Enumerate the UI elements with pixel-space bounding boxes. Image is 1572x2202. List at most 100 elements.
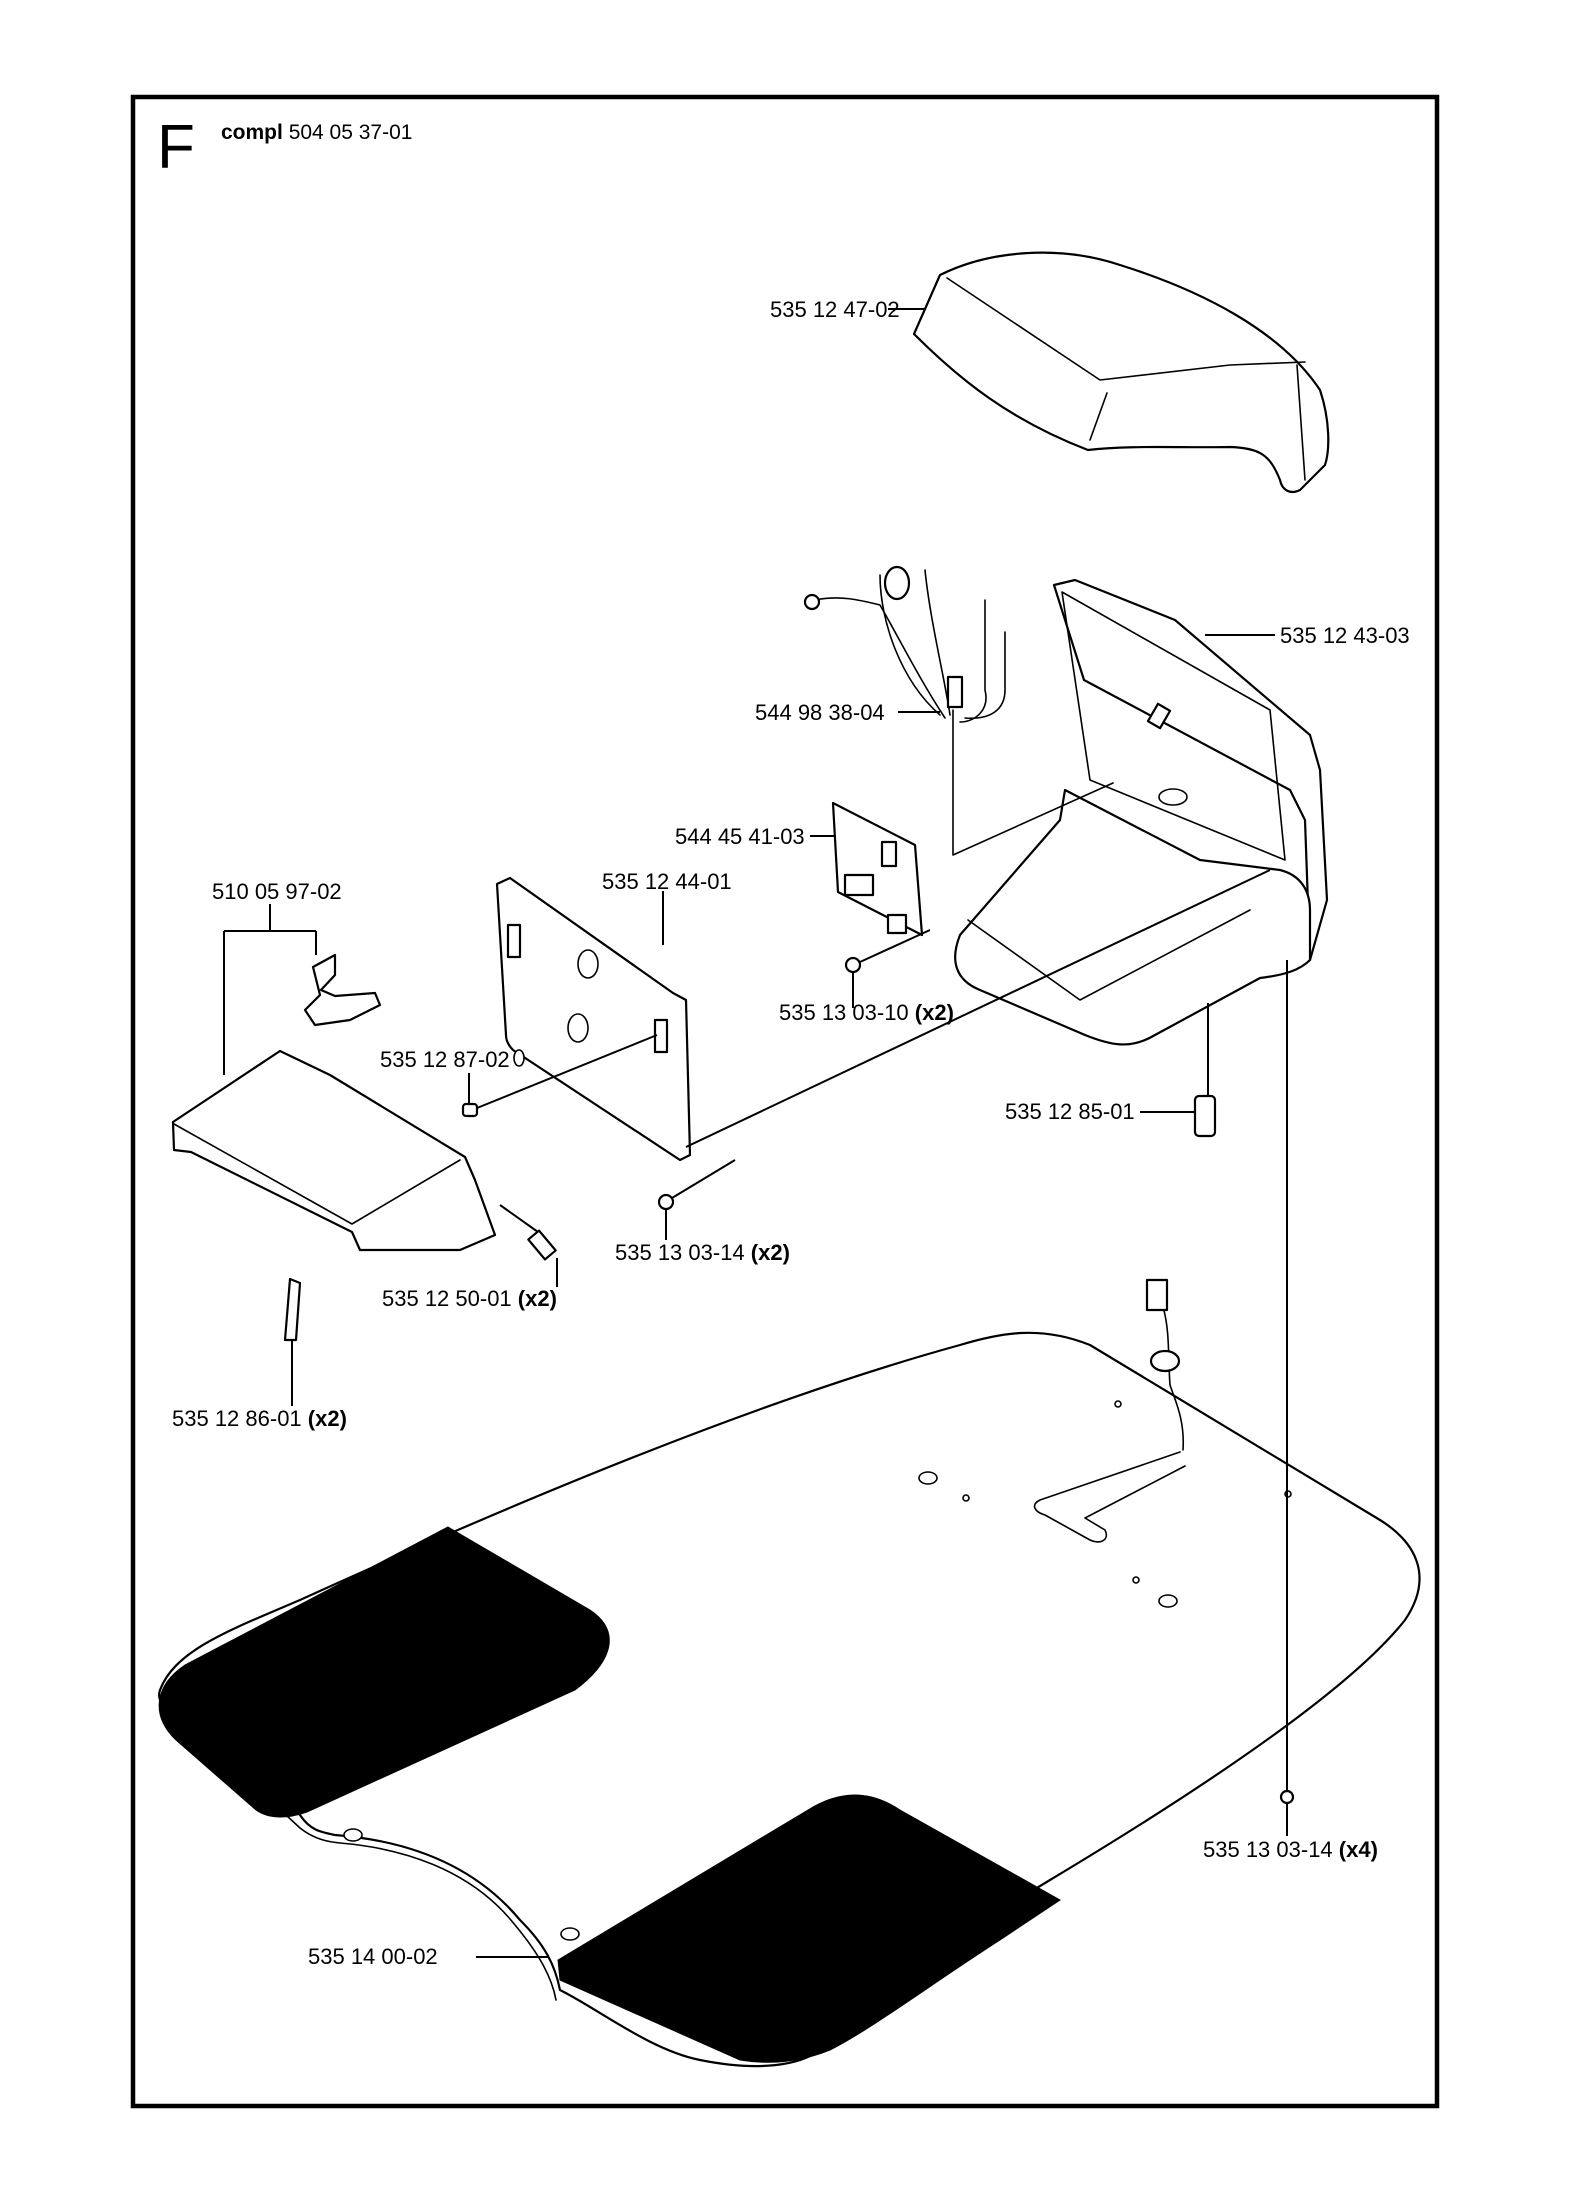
mounting-plate-outline xyxy=(495,876,692,1162)
housing-hole xyxy=(1158,788,1188,806)
part-number: 535 13 03-10 xyxy=(779,1000,909,1025)
harness-ring-terminal xyxy=(803,593,821,611)
quantity: (x2) xyxy=(518,1286,557,1311)
housing-lid-edge xyxy=(967,909,1251,1001)
diagram-frame xyxy=(130,94,1440,2109)
callout-base-plate: 535 14 00-02 xyxy=(308,1944,438,1969)
part-number: 535 14 00-02 xyxy=(308,1944,438,1969)
plate-hole xyxy=(567,1013,589,1043)
callout-plate-screw: 535 13 03-14 (x2) xyxy=(615,1240,790,1265)
quantity: (x4) xyxy=(1339,1837,1378,1862)
part-number: 535 12 86-01 xyxy=(172,1406,302,1431)
leader-lines xyxy=(223,308,1288,1958)
pcb-screw-drawing xyxy=(844,956,862,974)
base-cable-plug xyxy=(1145,1278,1169,1312)
callout-wire-harness: 544 98 38-04 xyxy=(755,700,885,725)
part-number: 535 12 85-01 xyxy=(1005,1099,1135,1124)
leader-plate-screw-axis xyxy=(671,1159,736,1199)
base-hole xyxy=(343,1828,363,1842)
quantity: (x2) xyxy=(915,1000,954,1025)
leader-pin-axis xyxy=(476,1034,658,1109)
tray-edge xyxy=(173,1123,461,1225)
mounting-plate-drawing xyxy=(495,876,692,1162)
callout-mounting-plate: 535 12 44-01 xyxy=(602,869,732,894)
pin-drawing xyxy=(461,1102,479,1118)
housing-frame-inner xyxy=(1061,591,1286,861)
base-hole xyxy=(560,1927,580,1941)
base-pad-left xyxy=(158,1526,610,1818)
housing-post xyxy=(1146,702,1172,730)
part-number: 535 12 44-01 xyxy=(602,869,732,894)
base-cable-channel xyxy=(1033,1451,1186,1543)
plate-screw-drawing xyxy=(657,1193,675,1211)
base-plate-edge xyxy=(161,1699,557,2001)
base-hole-small xyxy=(1132,1576,1140,1584)
part-number: 535 12 87-02 xyxy=(380,1047,510,1072)
part-number: 544 45 41-03 xyxy=(675,824,805,849)
leader-pcb-screw-axis xyxy=(859,929,931,963)
base-hole xyxy=(1158,1594,1178,1608)
callout-clip: 535 12 86-01 (x2) xyxy=(172,1406,347,1431)
clip-drawing xyxy=(283,1277,302,1342)
part-number: 535 13 03-14 xyxy=(615,1240,745,1265)
circuit-board-drawing xyxy=(831,801,924,937)
top-cover-crease-2 xyxy=(1089,392,1108,441)
harness-wire xyxy=(879,574,941,716)
base-screw-drawing xyxy=(1279,1789,1295,1805)
housing-frame-outline xyxy=(1052,578,1329,962)
plate-hole xyxy=(577,949,599,979)
harness-connector xyxy=(946,675,964,709)
callout-pin: 535 12 87-02 xyxy=(380,1047,510,1072)
part-number: 535 13 03-14 xyxy=(1203,1837,1333,1862)
pcb-component xyxy=(880,840,898,868)
top-cover-drawing xyxy=(912,251,1330,494)
assembly-part-number: 504 05 37-01 xyxy=(289,121,413,144)
housing-lid xyxy=(954,788,1312,1046)
base-hole xyxy=(918,1471,938,1485)
wire-harness-drawing xyxy=(803,565,1114,856)
callout-base-screw: 535 13 03-14 (x4) xyxy=(1203,1837,1378,1862)
part-number: 535 12 47-02 xyxy=(770,297,900,322)
base-hole-small xyxy=(1114,1400,1122,1408)
spacer-drawing xyxy=(527,1229,557,1261)
assembly-title: compl 504 05 37-01 xyxy=(221,121,412,144)
housing-drawing xyxy=(954,578,1329,1046)
base-plate-outline xyxy=(157,1331,1421,2068)
top-cover-outline xyxy=(912,251,1330,494)
top-cover-crease-3 xyxy=(1296,364,1306,481)
callout-pcb-screw: 535 13 03-10 (x2) xyxy=(779,1000,954,1025)
top-cover-crease xyxy=(946,277,1306,381)
tray-outline xyxy=(171,1049,497,1252)
pcb-outline xyxy=(831,801,924,937)
harness-ferrite xyxy=(883,565,911,601)
plate-hole xyxy=(513,1049,525,1067)
callout-tray-assembly: 510 05 97-02 xyxy=(212,879,342,904)
base-plate-drawing xyxy=(157,1278,1421,2068)
pcb-component xyxy=(843,873,875,897)
leader-tray-assembly xyxy=(223,904,317,1075)
section-letter: F xyxy=(157,113,195,182)
part-number: 544 98 38-04 xyxy=(755,700,885,725)
base-cable-grommet xyxy=(1149,1349,1181,1373)
tray-clip xyxy=(303,953,382,1027)
base-hole-small xyxy=(962,1494,970,1502)
assembly-prefix: compl xyxy=(221,121,283,144)
callout-top-cover: 535 12 47-02 xyxy=(770,297,900,322)
base-cable xyxy=(1162,1306,1185,1451)
quantity: (x2) xyxy=(751,1240,790,1265)
callout-connector: 535 12 85-01 xyxy=(1005,1099,1135,1124)
harness-wire xyxy=(959,599,987,723)
quantity: (x2) xyxy=(308,1406,347,1431)
pcb-component xyxy=(886,913,908,935)
part-number: 535 12 50-01 xyxy=(382,1286,512,1311)
plate-slot xyxy=(506,923,522,959)
harness-wire xyxy=(964,631,1006,719)
harness-lead xyxy=(952,709,1114,856)
leader-spacer-axis xyxy=(499,1204,539,1233)
callout-housing: 535 12 43-03 xyxy=(1280,623,1410,648)
tray-assembly-drawing xyxy=(171,953,497,1252)
connector-drawing xyxy=(1193,1094,1217,1138)
base-pad-right xyxy=(557,1794,1061,2063)
part-number: 535 12 43-03 xyxy=(1280,623,1410,648)
